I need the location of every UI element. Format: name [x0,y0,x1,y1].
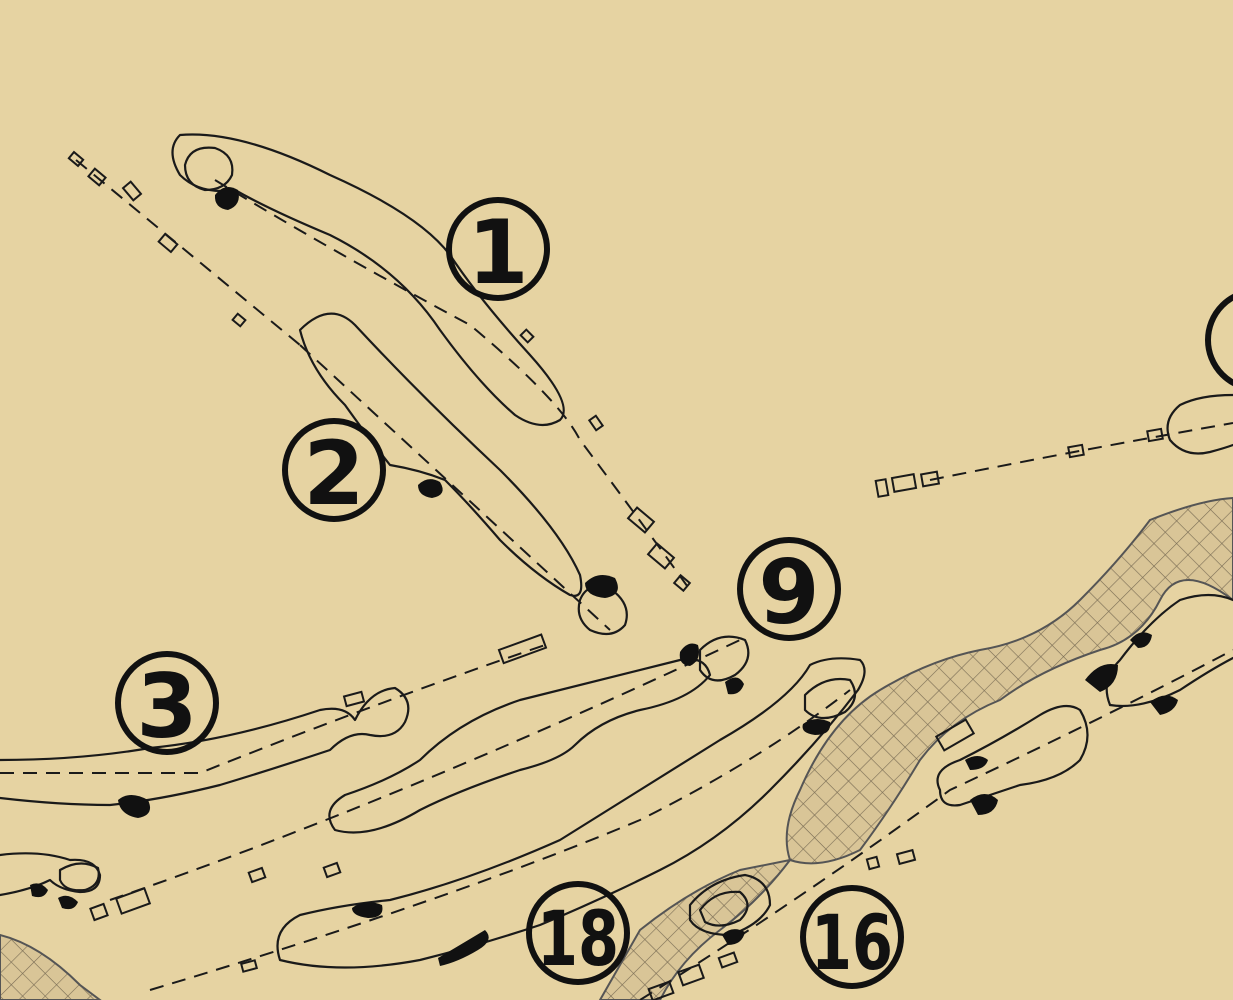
hole-9-fairway [328,657,712,834]
tee-markers-hole-3 [342,633,548,708]
hole-1-green [183,146,234,192]
tee-markers-hole-16 [647,718,976,1000]
hole-16-fairway [936,704,1089,807]
bunker [1130,632,1152,648]
bunker [118,795,151,818]
hole-west-green [0,852,102,897]
hole-3-line [0,644,546,774]
bunker [30,883,48,898]
hole-2-tee-line [75,159,301,346]
hole-9-green [698,635,750,682]
hole-badge-3: 3 [115,651,219,758]
bunker [725,677,744,695]
hole-west-green-circle [58,862,100,892]
water-hazard-creek-east [785,496,1233,865]
hole-9-line [109,639,741,901]
bunker [722,929,745,945]
bunker [970,794,998,815]
bunker [802,718,831,735]
hole-badge-18: 18 [526,881,630,985]
hole-number-label: 9 [758,541,819,644]
hole-number-label: 2 [303,422,364,525]
hole-16-green [688,873,772,937]
tee-markers-top-right [874,427,1164,498]
bunker [679,643,699,666]
hole-number-label: 16 [811,898,893,987]
hole-number-label: 1 [467,201,528,304]
bunker [438,930,489,966]
tee-markers-hole-1 [519,328,692,593]
bunker [58,895,78,910]
hole-number-label: 18 [537,894,619,983]
bunker [214,186,239,210]
bunker [418,479,443,498]
hole-badge-9: 9 [737,537,841,644]
bunker [585,574,618,598]
hole-number-label: 3 [136,655,197,758]
hole-1-line [214,179,691,591]
bunker [352,902,383,918]
bunker [965,756,988,770]
hole-16-green-inner [698,890,749,927]
tee-markers-hole-9 [89,861,342,922]
water-hazard-west [0,933,102,1000]
hole-18-line [149,689,851,991]
hole-east-fairway-lower [1108,656,1233,708]
tee-markers-west [67,150,247,328]
hole-badge-1: 1 [446,197,550,304]
hole-badge-partial-east: 1 [1205,292,1233,395]
hole-badge-2: 2 [282,418,386,525]
hole-badge-16: 16 [800,885,904,989]
bunker [1150,695,1178,715]
bunker [1085,664,1118,692]
hole-2-line [299,344,611,631]
hole-top-right-fairway [1166,393,1233,455]
tee-markers-hole-18 [239,959,259,973]
hole-18-green [803,677,857,720]
hole-16-line [639,649,1233,1000]
hole-number-label: 1 [1226,292,1233,395]
bunkers [30,186,1178,966]
